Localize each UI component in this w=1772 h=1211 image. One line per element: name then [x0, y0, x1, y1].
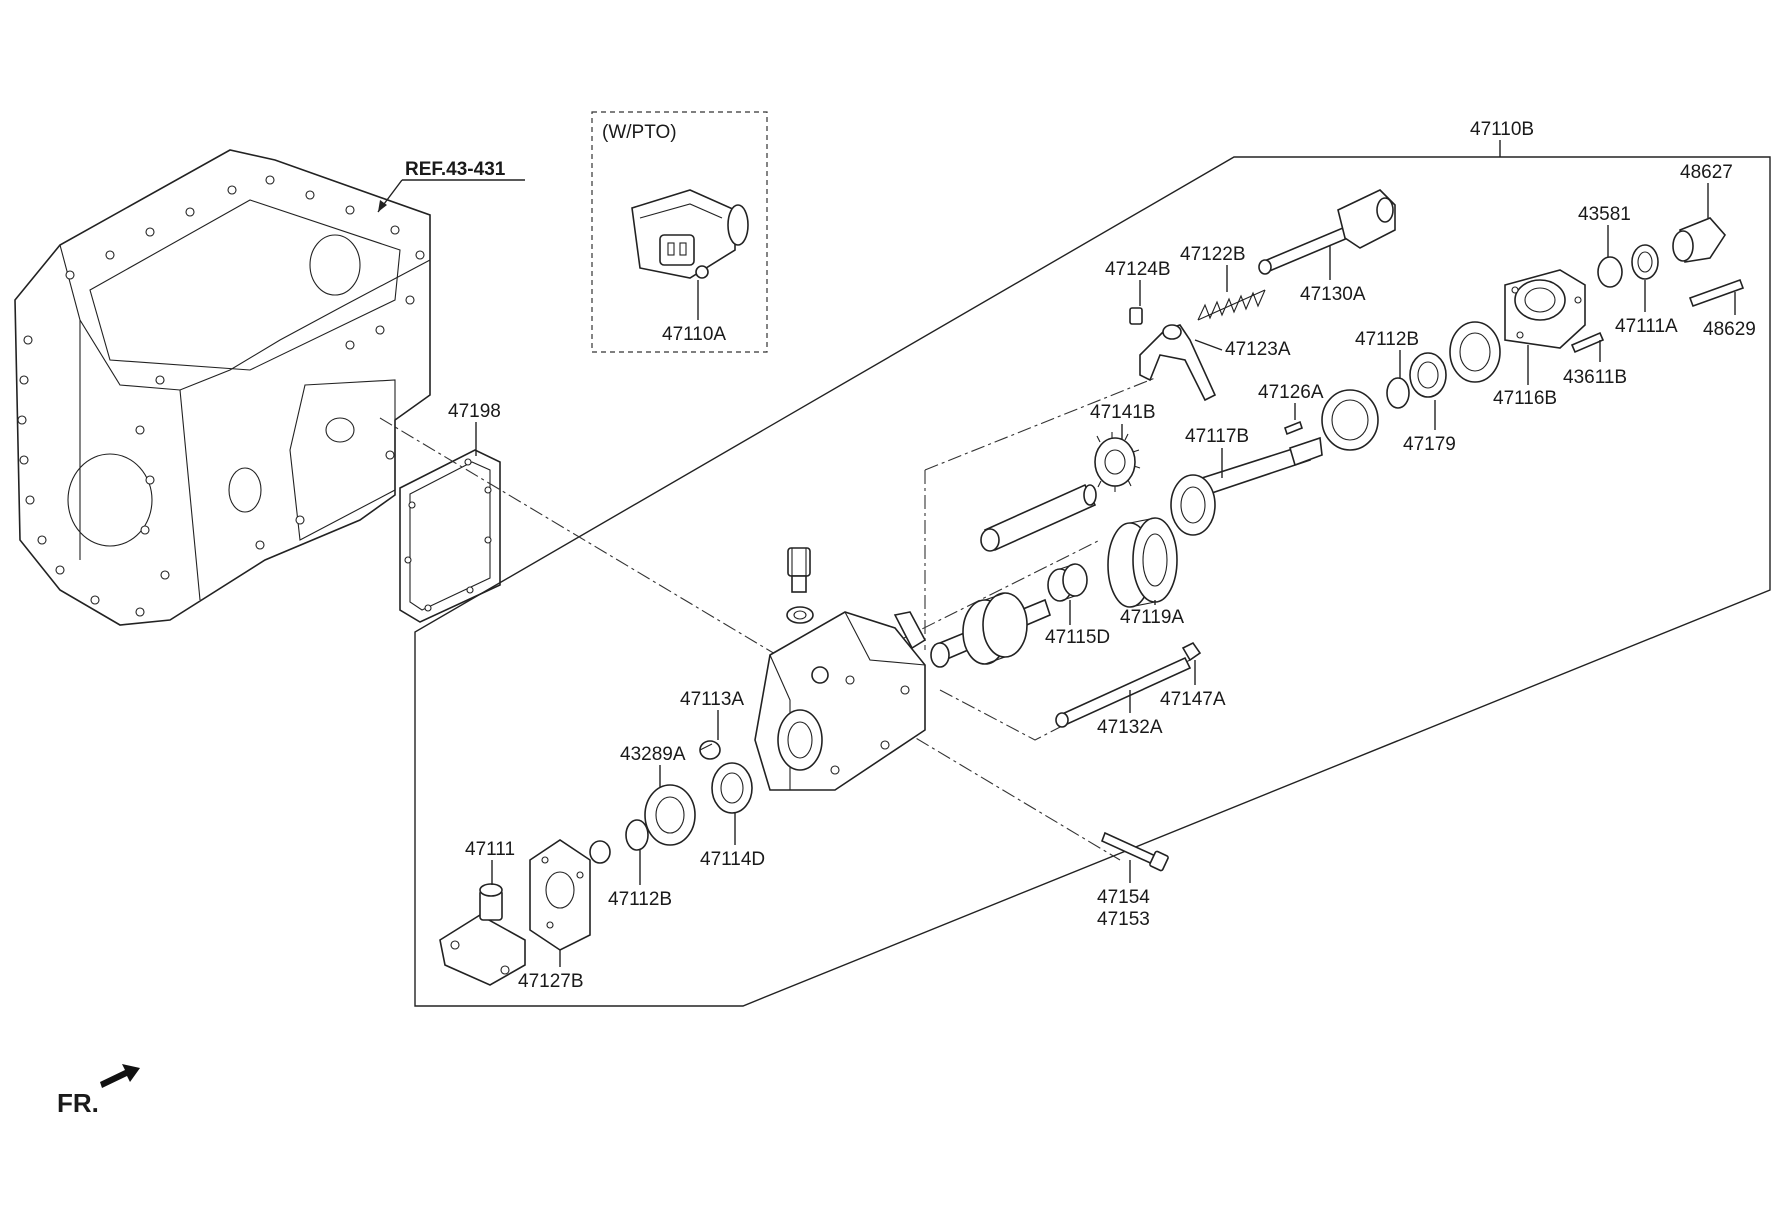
sleeve-47119A	[1107, 517, 1178, 608]
label-47111A: 47111A	[1615, 316, 1678, 337]
bolt-43611B	[1570, 331, 1605, 354]
label-47112B-lower: 47112B	[608, 889, 672, 910]
bearing-main	[1321, 389, 1379, 451]
label-43581: 43581	[1578, 204, 1631, 225]
plug-47124B	[1129, 307, 1143, 325]
snap-ring-47112B-upper	[1386, 377, 1410, 409]
bolt-47154	[1100, 831, 1169, 872]
label-47130A: 47130A	[1300, 284, 1366, 305]
transmission-housing	[14, 149, 431, 626]
label-47153: 47153	[1097, 909, 1150, 930]
label-48627: 48627	[1680, 162, 1733, 183]
label-47122B: 47122B	[1180, 244, 1246, 265]
switch-seal	[786, 606, 814, 624]
label-47117B: 47117B	[1185, 426, 1249, 447]
snap-ring-47112B-lower	[625, 819, 649, 851]
bushing-lower	[589, 840, 611, 864]
pump-47111	[439, 883, 526, 986]
label-47147A: 47147A	[1160, 689, 1226, 710]
key-47126A	[1284, 420, 1303, 436]
bushing-47113A	[699, 740, 721, 760]
cover-47127B	[529, 839, 591, 951]
label-47124B: 47124B	[1105, 259, 1171, 280]
needle-bearing-47115D	[1047, 563, 1088, 602]
label-47116B: 47116B	[1493, 388, 1557, 409]
label-47127B: 47127B	[518, 971, 584, 992]
input-gear-shaft	[930, 592, 1051, 668]
label-47154: 47154	[1097, 887, 1150, 908]
centerline-main	[379, 417, 1121, 861]
seal-ring	[1449, 321, 1501, 383]
shift-rod-47130A	[1258, 189, 1396, 275]
leader-47123A	[1194, 339, 1223, 351]
main-shaft-47117B	[1170, 436, 1323, 536]
pto-case	[754, 611, 927, 791]
label-47111: 47111	[465, 839, 515, 860]
bearing-47111A	[1631, 244, 1659, 280]
pto-switch-part	[631, 189, 749, 279]
ref-label: REF.43-431	[405, 159, 506, 180]
gear-47141B	[1094, 432, 1141, 492]
cap-48627	[1672, 217, 1727, 263]
gasket-47198	[399, 449, 501, 623]
label-47123A: 47123A	[1225, 339, 1291, 360]
label-47132A: 47132A	[1097, 717, 1163, 738]
pto-switch-plug	[787, 547, 811, 593]
label-47110B: 47110B	[1470, 119, 1534, 140]
shift-fork-47123A	[1139, 324, 1217, 402]
bearing-47179	[1409, 352, 1447, 398]
plug-47147A	[1181, 641, 1202, 662]
label-47141B: 47141B	[1090, 402, 1156, 423]
label-47126A: 47126A	[1258, 382, 1324, 403]
label-47110A: 47110A	[662, 324, 726, 345]
pto-option-label: (W/PTO)	[602, 122, 677, 143]
centerline-fork	[924, 377, 1156, 471]
retainer-47116B	[1504, 269, 1586, 349]
bearing-43289A	[644, 784, 696, 846]
label-48629: 48629	[1703, 319, 1756, 340]
label-47198: 47198	[448, 401, 501, 422]
seal-47114D	[711, 762, 753, 814]
label-47114D: 47114D	[700, 849, 765, 870]
idler-shaft	[980, 483, 1097, 552]
label-47115D: 47115D	[1045, 627, 1110, 648]
front-label: FR.	[57, 1088, 99, 1118]
ring-43581	[1597, 256, 1623, 288]
shift-rod-47132A	[1055, 656, 1192, 728]
bolt-48629	[1688, 278, 1745, 308]
label-47112B-upper: 47112B	[1355, 329, 1419, 350]
label-43611B: 43611B	[1563, 367, 1627, 388]
housing-bolt-holes	[17, 175, 425, 617]
centerline-shaft	[899, 539, 1101, 641]
front-arrow-icon	[100, 1064, 140, 1088]
label-43289A: 43289A	[620, 744, 686, 765]
label-47113A: 47113A	[680, 689, 744, 710]
centerline-rod	[939, 659, 1191, 741]
assembly-boundary	[414, 156, 1771, 1007]
ref-arrowhead	[378, 200, 387, 212]
label-47119A: 47119A	[1120, 607, 1184, 628]
spring-47122B	[1197, 289, 1266, 321]
label-47179: 47179	[1403, 434, 1456, 455]
